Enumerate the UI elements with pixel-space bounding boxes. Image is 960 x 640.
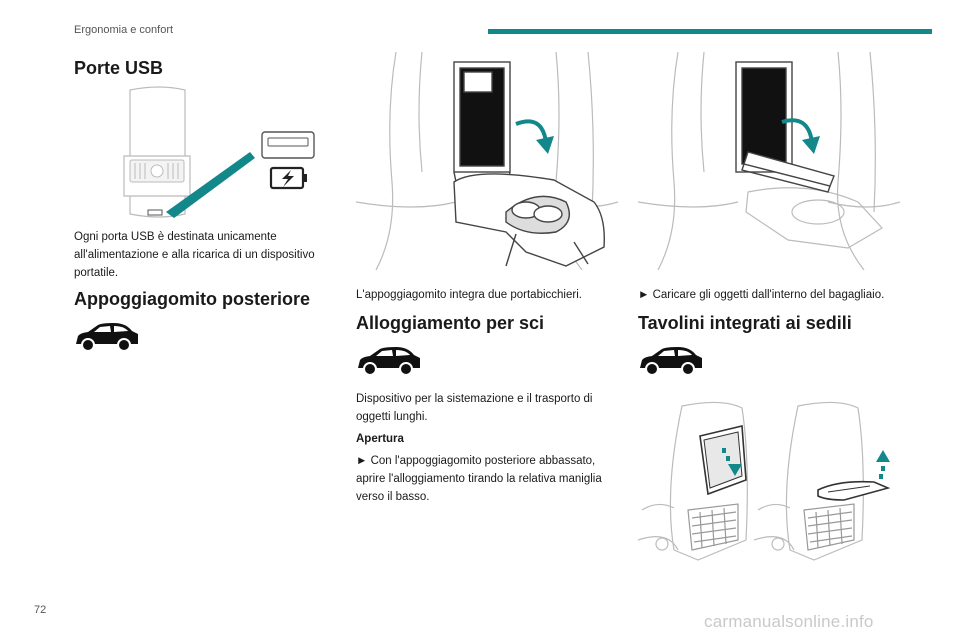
usb-text: Ogni porta USB è destinata unicamente al… xyxy=(74,231,315,279)
car-silhouette-icon xyxy=(74,322,140,352)
ski-hatch-illustration xyxy=(638,52,900,270)
opening-text: ► Con l'appoggiagomito posteriore abbass… xyxy=(356,455,602,503)
title-armrest: Appoggiagomito posteriore xyxy=(74,289,310,309)
title-tables: Tavolini integrati ai sedili xyxy=(638,313,852,333)
armrest-cupholder-illustration xyxy=(356,52,618,270)
armrest-caption: L'appoggiagomito integra due portabicchi… xyxy=(356,289,582,301)
load-caption: ► Caricare gli oggetti dall'interno del … xyxy=(638,289,885,301)
page-number: 72 xyxy=(34,604,47,616)
car-silhouette-icon xyxy=(356,346,422,376)
seat-tables-illustration xyxy=(638,400,900,566)
ski-text: Dispositivo per la sistemazione e il tra… xyxy=(356,393,593,423)
title-usb: Porte USB xyxy=(74,58,164,78)
section-label: Ergonomia e confort xyxy=(74,24,174,36)
watermark: carmanualsonline.info xyxy=(704,612,874,631)
car-silhouette-icon xyxy=(638,346,704,376)
header-accent-bar xyxy=(488,29,932,34)
title-ski: Alloggiamento per sci xyxy=(356,313,545,333)
usb-illustration xyxy=(110,86,320,222)
opening-label: Apertura xyxy=(356,433,404,445)
